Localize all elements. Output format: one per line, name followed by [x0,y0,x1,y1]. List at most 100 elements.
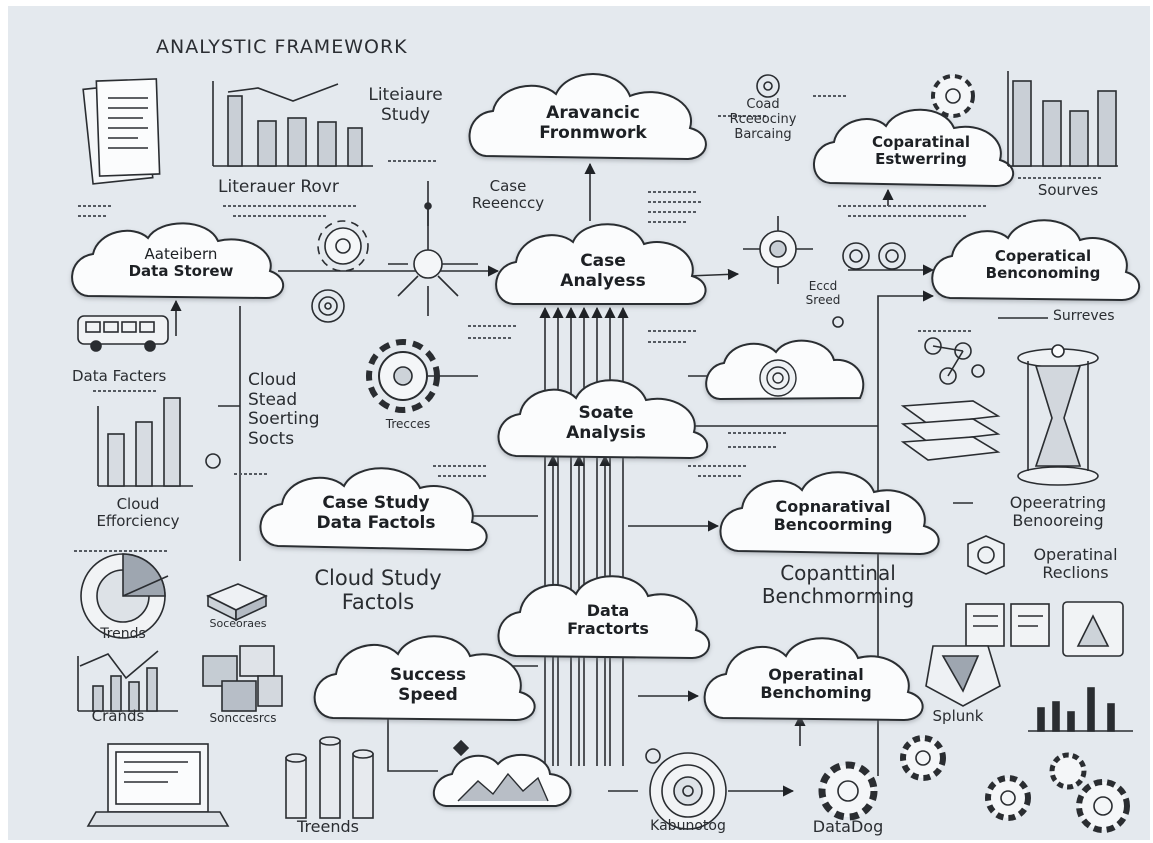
cloud-coperatical-line2: Benconoming [985,264,1101,283]
label-case-line2: Reeenccy [471,194,545,213]
cloud-success-speed: Success Speed [328,665,528,705]
label-case-line1: Case [489,177,527,195]
cloud-top-line1: Aravancic [546,103,640,123]
label-treends-bottom: Treends [297,817,359,836]
diagram-canvas: ANALYSTIC FRAMEWORK Aravancic Fronmwork … [8,6,1150,840]
label-cloud-stead: Cloud Stead Soerting Socts [248,370,320,449]
cloud-case-study: Case Study Data Factols [276,493,476,533]
cloud-coparatinal-estwerring: Coparatinal Estwerring [826,133,1016,169]
label-cloud-eff-line1: Cloud [116,495,160,513]
label-cloud-study-line1: Cloud Study [314,566,442,590]
hexagon-icon [967,535,1005,575]
cloud-operatinal-line2: Benchoming [760,683,872,703]
bar-chart-icon [212,81,373,167]
label-operating-benooring: Opeeratring Benooreing [973,493,1143,531]
cloud-coperatical-line1: Coperatical [994,247,1092,265]
label-cloud-eff-line2: Efforciency [96,512,180,531]
label-sonceoraes: Sonccesrcs [209,711,277,725]
label-surreves: Surreves [1053,308,1115,324]
cloud-soate-line2: Analysis [566,422,646,443]
label-trecces: Trecces [385,417,431,431]
icons [77,71,1133,833]
network-node-icon [397,202,478,297]
label-cloud-stead-line4: Socts [248,428,295,449]
page-title: ANALYSTIC FRAMEWORK [156,36,408,58]
cloud-data-line2: Fractorts [567,619,649,639]
bottom-right-gears-icon [985,752,1130,833]
label-operating-line2: Benooreing [1012,511,1104,531]
label-copanttinal-benchmorming: Copanttinal Benchmorming [718,562,958,608]
label-splunk: Splunk [932,707,984,725]
cloud-copnaratival-line2: Bencoorming [773,515,893,535]
cloud-case-analyess: Case Analyess [513,251,693,291]
label-copanttinal-line2: Benchmorming [761,584,915,608]
label-operating-line1: Opeeratring [1009,493,1107,512]
bus-icon [77,315,169,352]
cloud-success-line2: Speed [398,684,458,705]
label-cloud-stead-line2: Stead [248,389,298,410]
label-literature-line2: Study [380,104,431,125]
connectors [170,162,1048,797]
cloud-case-study-line1: Case Study [322,493,430,513]
gear-icon-3 [931,74,975,118]
cloud-soate-analysis: Soate Analysis [516,403,696,443]
cloud-case-study-line2: Data Factols [316,512,436,533]
target-icon [756,74,780,98]
kabunotog-icon [645,748,727,830]
bar-chart-icon-4 [1028,687,1133,732]
cloud-operatinal: Operatinal Benchoming [716,665,916,703]
label-coad-line3: Barcaing [734,126,792,142]
label-case-reeenccy: Case Reeenccy [458,177,558,213]
label-literature-rover: Literauer Rovr [218,177,339,197]
label-coad-line1: Coad [746,97,780,112]
document-icon [82,78,161,185]
label-reclions-line1: Operatinal [1033,545,1118,564]
label-eccd-sreed: Eccd Sreed [788,279,858,308]
swirl-icon [311,289,345,323]
label-eccd-line2: Sreed [805,292,841,307]
cloud-data-line1: Data [586,601,630,620]
label-eccd-line1: Eccd [808,279,838,293]
swirl-icon-2 [842,242,906,270]
panel-icons [965,601,1124,657]
label-crands: Crands [91,707,145,725]
cylinder-chart-icon [285,736,374,819]
cloud-decorations [457,359,797,802]
label-cloud-study-factols: Cloud Study Factols [268,566,488,614]
cloud-coperatical-benconoming: Coperatical Benconoming [943,247,1143,283]
molecule-icon [924,337,985,385]
label-sourves-top: Sourves [1037,181,1099,199]
cloud-copnaratival: Copnaratival Bencoorming [733,497,933,535]
cloud-top-line2: Fronmwork [539,122,647,143]
bar-chart-icon-2 [97,397,193,487]
cloud-top: Aravancic Fronmwork [498,103,688,143]
label-soceoraes: Soceoraes [209,617,267,630]
label-cloud-study-line2: Factols [341,590,415,615]
cloud-data-fractorts: Data Fractorts [513,601,703,639]
label-reclions-line2: Reclions [1042,563,1109,583]
cloud-case-line2: Analyess [560,270,646,291]
label-literature-study: Liteiaure Study [358,85,453,125]
cloud-operatinal-line1: Operatinal [768,665,864,684]
diagram-art [71,71,1140,833]
cloud-copnaratival-line1: Copnaratival [775,497,891,516]
label-coad-line2: Rceeociny [729,111,797,127]
bar-chart-icon-3 [1007,71,1118,167]
label-operatinal-reclions: Operatinal Reclions [1003,545,1148,583]
label-cloud-effordency: Cloud Efforciency [68,495,208,531]
gear-icon-2 [366,339,440,413]
pie-chart-icon [80,553,169,639]
gear-icon-1 [317,220,369,272]
clouds [71,73,1140,807]
laptop-icon [86,743,230,827]
label-trends-left: Trends [100,626,146,642]
label-copanttinal-line1: Copanttinal [780,561,896,585]
cloud-coparatinal-line1: Coparatinal [872,133,970,151]
hourglass-icon [1017,344,1099,486]
label-data-facters: Data Facters [72,367,167,385]
line-chart-icon [77,650,178,712]
splunk-icon [925,645,1001,707]
label-kabunotog: Kabunotog [650,818,726,834]
datadog-gears-icon [818,735,946,821]
box-icon [206,583,268,622]
